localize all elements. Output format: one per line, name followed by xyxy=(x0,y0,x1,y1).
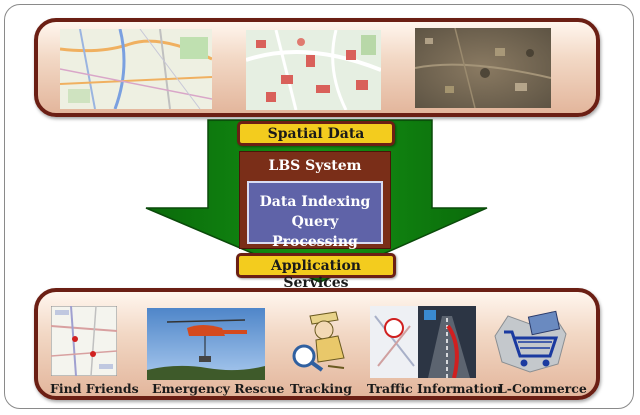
street-map-icon xyxy=(60,29,212,109)
lbs-system-box: LBS System Data Indexing Query Processin… xyxy=(239,151,391,250)
detective-icon xyxy=(288,306,354,376)
lbs-system-title: LBS System xyxy=(268,158,362,174)
data-indexing-label: Data Indexing xyxy=(259,194,371,210)
helicopter-photo-icon xyxy=(147,308,265,380)
satellite-image-icon xyxy=(415,28,551,108)
service-label-traffic-information: Traffic Information xyxy=(367,381,502,396)
phone-map-icon xyxy=(51,306,117,376)
service-label-find-friends: Find Friends xyxy=(50,381,139,396)
query-processing-label: Query Processing xyxy=(272,214,358,250)
service-label-tracking: Tracking xyxy=(290,381,352,396)
application-services-label: Application Services xyxy=(236,253,396,291)
campus-map-icon xyxy=(246,30,381,110)
service-label-l-commerce: L-Commerce xyxy=(498,381,587,396)
service-label-emergency-rescue: Emergency Rescue xyxy=(152,381,285,396)
shopping-cart-icon xyxy=(490,306,570,376)
processing-box: Data Indexing Query Processing xyxy=(247,181,383,250)
spatial-data-label: Spatial Data xyxy=(237,121,395,146)
navigation-screen-icon xyxy=(370,306,476,378)
